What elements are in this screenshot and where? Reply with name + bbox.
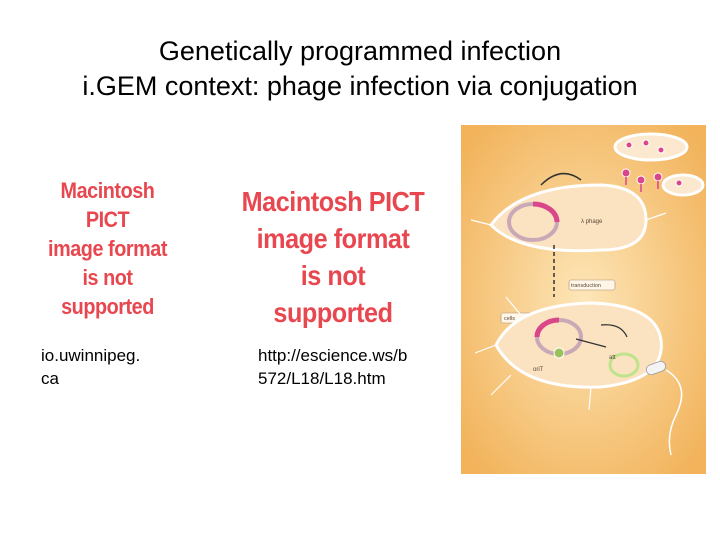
label-text: transduction xyxy=(571,283,601,289)
small-cell xyxy=(661,173,705,197)
label-text: oriT xyxy=(533,367,544,373)
surface-appendages xyxy=(470,212,667,411)
placeholder-line: image format xyxy=(48,236,167,261)
label-text: cells xyxy=(504,316,515,322)
pilus xyxy=(665,369,683,456)
label-text: att xyxy=(609,355,616,361)
green-element xyxy=(553,347,565,359)
slide-title: Genetically programmed infection i.GEM c… xyxy=(0,34,720,104)
placeholder-line: image format xyxy=(256,223,410,254)
title-line-2: i.GEM context: phage infection via conju… xyxy=(82,71,638,101)
unsupported-image-placeholder-2: Macintosh PICT image format is not suppo… xyxy=(239,183,428,331)
caption-line: http://escience.ws/b xyxy=(258,346,408,365)
phage-particle xyxy=(625,141,633,149)
placeholder-line: Macintosh PICT xyxy=(60,178,155,232)
phage-particle xyxy=(657,146,665,154)
top-plasmid-insert xyxy=(532,201,560,223)
exit-arrow xyxy=(540,172,582,186)
phage-label: λ phage xyxy=(581,219,603,225)
caption-line: io.uwinnipeg. xyxy=(41,346,141,365)
phage-particle xyxy=(621,168,631,178)
phage-particle xyxy=(642,139,650,147)
phage-particle xyxy=(636,175,646,185)
caption-line: ca xyxy=(41,369,59,388)
arrow xyxy=(600,324,628,338)
pilus-tip xyxy=(645,360,667,376)
placeholder-line: is not supported xyxy=(273,260,393,328)
unsupported-image-placeholder-1: Macintosh PICT image format is not suppo… xyxy=(38,176,178,321)
phage-particle xyxy=(653,172,663,182)
caption-line: 572/L18/L18.htm xyxy=(258,369,386,388)
title-line-1: Genetically programmed infection xyxy=(158,36,562,66)
placeholder-line: is not supported xyxy=(61,265,154,319)
phage-infection-figure: λ phage transduction cells oriT att xyxy=(461,125,706,474)
small-cell xyxy=(613,132,689,162)
source-caption-right: http://escience.ws/b 572/L18/L18.htm xyxy=(258,344,448,390)
bottom-plasmid-insert xyxy=(534,317,560,338)
phage-particle xyxy=(675,179,683,187)
label-box xyxy=(568,279,616,291)
arrow xyxy=(575,338,607,348)
source-caption-left: io.uwinnipeg. ca xyxy=(41,344,191,390)
green-plasmid xyxy=(608,352,640,378)
placeholder-line: Macintosh PICT xyxy=(241,186,425,217)
